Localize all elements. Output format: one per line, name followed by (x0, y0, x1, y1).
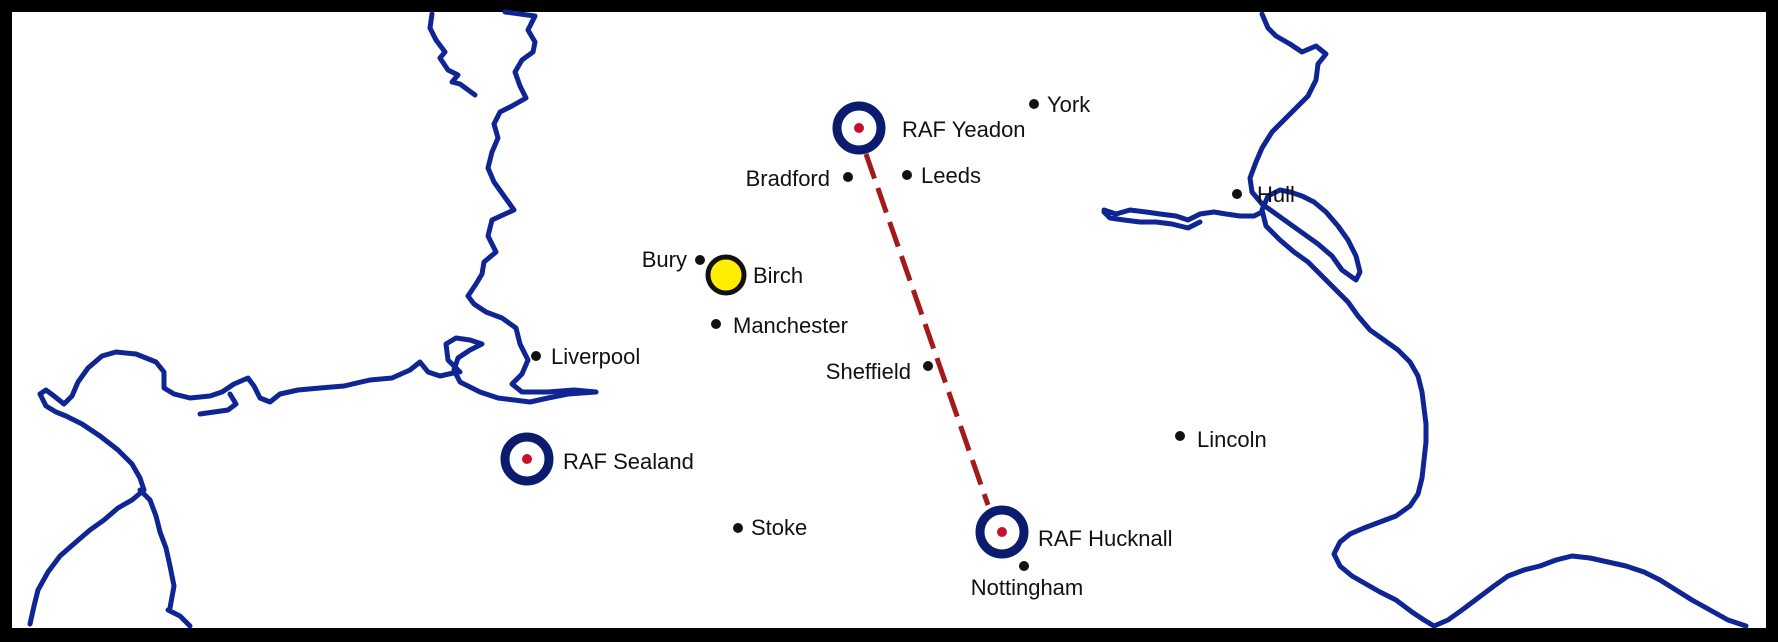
coastline-humber (1101, 207, 1265, 231)
route-line (863, 153, 991, 506)
town-lincoln: Lincoln (1175, 427, 1267, 452)
town-label: Lincoln (1197, 427, 1267, 452)
town-hull: Hull (1232, 182, 1295, 207)
town-dot (695, 255, 705, 265)
town-dot (1175, 431, 1185, 441)
roundel-center (854, 123, 864, 133)
coastline-wales (27, 349, 461, 627)
coastline-wales-inlet (137, 391, 239, 629)
town-label: Hull (1257, 182, 1295, 207)
birch-marker-icon (705, 254, 747, 296)
town-label: Bradford (746, 166, 830, 191)
town-label: Manchester (733, 313, 848, 338)
airfield-label: RAF Sealand (563, 449, 694, 474)
town-label: York (1047, 92, 1091, 117)
town-nottingham: Nottingham (971, 561, 1084, 600)
roundel-center (997, 527, 1007, 537)
town-markers: York Bradford Leeds Hull Bury Manchester… (531, 92, 1295, 600)
airfield-markers: RAF Yeadon RAF Sealand RAF Hucknall (500, 101, 1172, 559)
town-label: Sheffield (826, 359, 911, 384)
roundel-center (522, 454, 532, 464)
town-dot (733, 523, 743, 533)
airfield-yeadon: RAF Yeadon (832, 101, 1026, 155)
town-leeds: Leeds (902, 163, 981, 188)
town-dot (843, 172, 853, 182)
town-label: Leeds (921, 163, 981, 188)
town-stoke: Stoke (733, 515, 807, 540)
airfield-label: RAF Yeadon (902, 117, 1026, 142)
airfield-sealand: RAF Sealand (500, 432, 694, 486)
town-dot (711, 319, 721, 329)
town-york: York (1029, 92, 1091, 117)
town-dot (1232, 189, 1242, 199)
coastline-group (27, 9, 1749, 629)
map-land (12, 12, 1766, 628)
highlight-label: Birch (753, 263, 803, 288)
town-manchester: Manchester (711, 313, 848, 338)
town-label: Stoke (751, 515, 807, 540)
town-dot (531, 351, 541, 361)
coastline-west (427, 9, 599, 405)
town-dot (902, 170, 912, 180)
town-sheffield: Sheffield (826, 359, 933, 384)
town-dot (1019, 561, 1029, 571)
coastline-norfolk (1431, 553, 1749, 629)
town-label: Nottingham (971, 575, 1084, 600)
airfield-hucknall: RAF Hucknall (975, 505, 1172, 559)
coastline-east (1247, 11, 1437, 629)
town-dot (923, 361, 933, 371)
town-dot (1029, 99, 1039, 109)
town-label: Liverpool (551, 344, 640, 369)
town-bury: Bury (642, 247, 705, 272)
town-label: Bury (642, 247, 687, 272)
airfield-label: RAF Hucknall (1038, 526, 1172, 551)
highlight-birch: Birch (705, 254, 803, 296)
town-bradford: Bradford (746, 166, 853, 191)
town-liverpool: Liverpool (531, 344, 640, 369)
